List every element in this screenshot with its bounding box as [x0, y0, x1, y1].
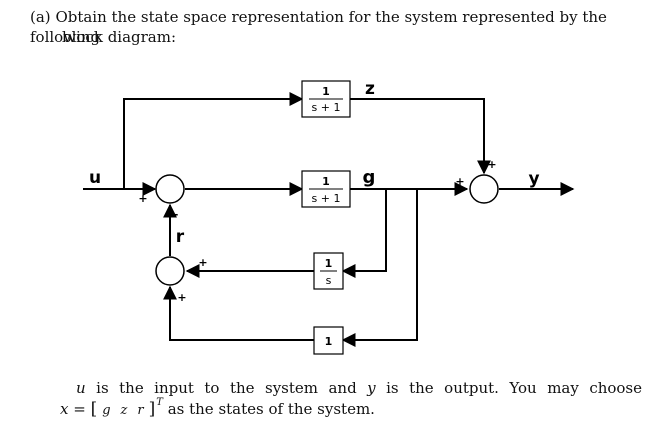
footer-transpose: T	[156, 397, 163, 408]
block-top-den: s + 1	[312, 101, 341, 114]
summing-junction-3	[469, 174, 499, 204]
label-z: z	[365, 79, 375, 99]
question-line-2: block diagram:	[62, 28, 177, 46]
sign-sum1-in: +	[138, 192, 147, 205]
footer-rbracket: ]	[148, 399, 156, 419]
sign-sum1-fb: -	[174, 208, 179, 221]
footer-text-1: is the input to the system and	[85, 379, 368, 397]
block-top-num: 1	[322, 85, 330, 98]
question-label: (a)	[30, 8, 51, 26]
sign-sum2-bottom: +	[177, 291, 186, 304]
footer-lbracket: [	[90, 399, 98, 419]
sign-sum3-left: +	[455, 175, 464, 188]
g-to-gain-wire	[341, 189, 418, 347]
block-middle-num: 1	[322, 175, 330, 188]
feedforward-wire	[123, 92, 304, 189]
footer-y: y	[367, 379, 376, 397]
question-text-1: Obtain the state space representation fo…	[30, 8, 607, 46]
block-middle-transfer: 1 s + 1	[301, 170, 351, 208]
label-g: g	[363, 167, 376, 188]
block-integrator: 1 s	[313, 252, 344, 290]
block-integrator-num: 1	[325, 257, 333, 270]
footer-g: g	[102, 403, 111, 418]
footer-line-1: u is the input to the system and y is th…	[76, 378, 642, 398]
summing-junction-2	[155, 256, 185, 286]
footer-u: u	[76, 379, 86, 397]
label-u: u	[89, 168, 101, 188]
z-wire	[350, 98, 491, 175]
footer-eq: =	[68, 400, 91, 418]
sign-sum2-right: +	[198, 256, 207, 269]
g-to-integrator-wire	[341, 189, 387, 278]
footer-z: z	[120, 403, 128, 418]
summing-junction-1	[155, 174, 185, 204]
label-y: y	[528, 169, 539, 189]
block-integrator-den: s	[326, 274, 332, 287]
footer-text-2: is the output. You may choose	[375, 379, 643, 397]
block-gain: 1	[313, 326, 344, 355]
footer-r: r	[137, 403, 144, 418]
sign-sum3-top: +	[487, 158, 496, 171]
label-r: r	[176, 227, 185, 247]
gain-to-sum2-wire	[163, 285, 314, 341]
footer-x: x	[60, 400, 69, 418]
block-top-transfer: 1 s + 1	[301, 80, 351, 118]
block-gain-value: 1	[325, 335, 333, 348]
block-middle-den: s + 1	[312, 192, 341, 205]
footer-text-3: as the states of the system.	[162, 400, 375, 418]
question-line-1: (a) Obtain the state space representatio…	[30, 7, 650, 47]
